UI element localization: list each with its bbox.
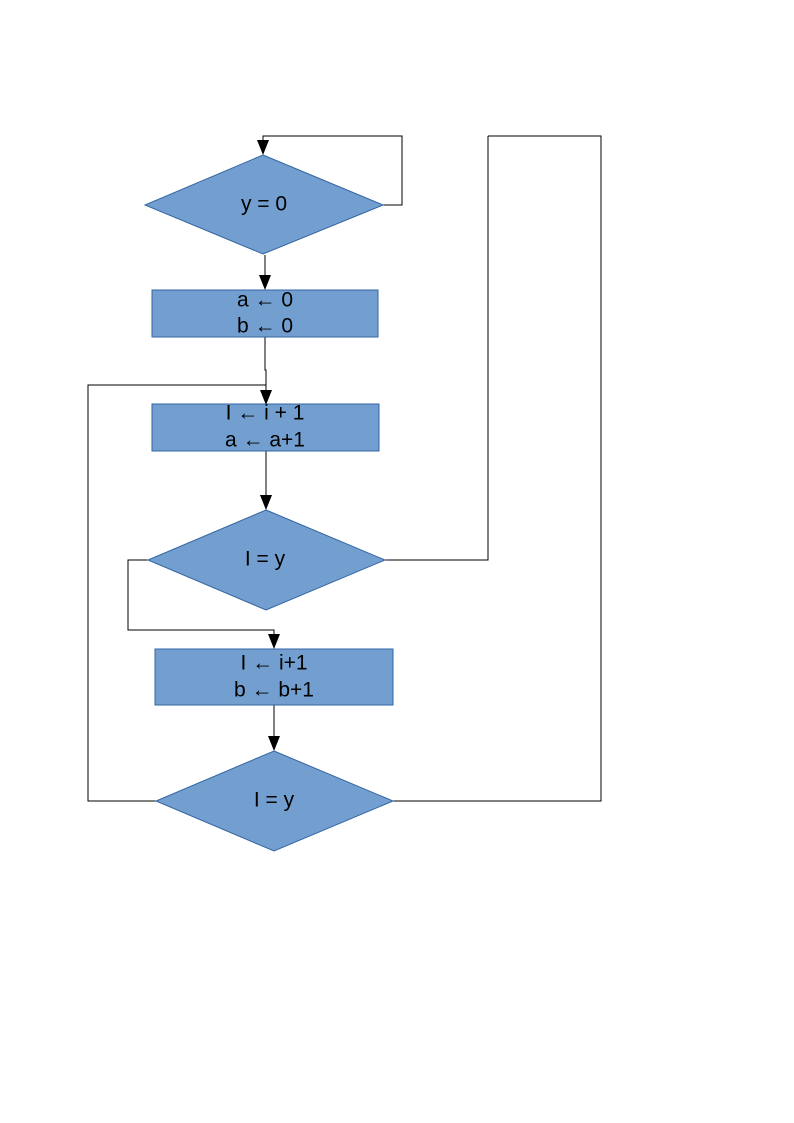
arrowhead-decision3 xyxy=(268,736,280,751)
arrowhead-init xyxy=(259,275,271,290)
connector-decision2-stepb xyxy=(127,559,275,637)
connector-loop-decision-3 xyxy=(393,135,602,802)
process-increment-b-line2: b ← b+1 xyxy=(234,679,314,702)
decision-y-zero-label: y = 0 xyxy=(241,193,287,216)
decision-i-equals-y-2: I = y xyxy=(154,750,395,852)
arrowhead-stepb xyxy=(268,634,280,649)
process-increment-a-line2: a ← a+1 xyxy=(225,429,305,452)
decision-i-equals-y-2-label: I = y xyxy=(254,789,295,812)
connector-init-stepa xyxy=(264,337,267,392)
arrowhead-decision2 xyxy=(260,495,272,510)
connector-loop-left xyxy=(87,384,266,802)
process-increment-a: I ← i + 1 a ← a+1 xyxy=(151,402,380,452)
process-increment-b-line1: I ← i+1 xyxy=(240,652,307,675)
arrowhead-stepa xyxy=(260,390,272,405)
process-increment-a-line1: I ← i + 1 xyxy=(226,402,305,425)
process-init-line1: a ← 0 xyxy=(237,289,293,312)
process-init-line2: b ← 0 xyxy=(237,315,293,338)
decision-y-zero: y = 0 xyxy=(143,154,385,255)
process-increment-b: I ← i+1 b ← b+1 xyxy=(154,648,394,706)
decision-i-equals-y-1-label: I = y xyxy=(245,548,286,571)
connector-loop-y-zero xyxy=(262,135,403,206)
connector-loop-decision-2 xyxy=(385,136,489,561)
decision-i-equals-y-1: I = y xyxy=(146,509,387,611)
process-init: a ← 0 b ← 0 xyxy=(151,289,379,338)
arrowhead-top xyxy=(257,140,269,155)
